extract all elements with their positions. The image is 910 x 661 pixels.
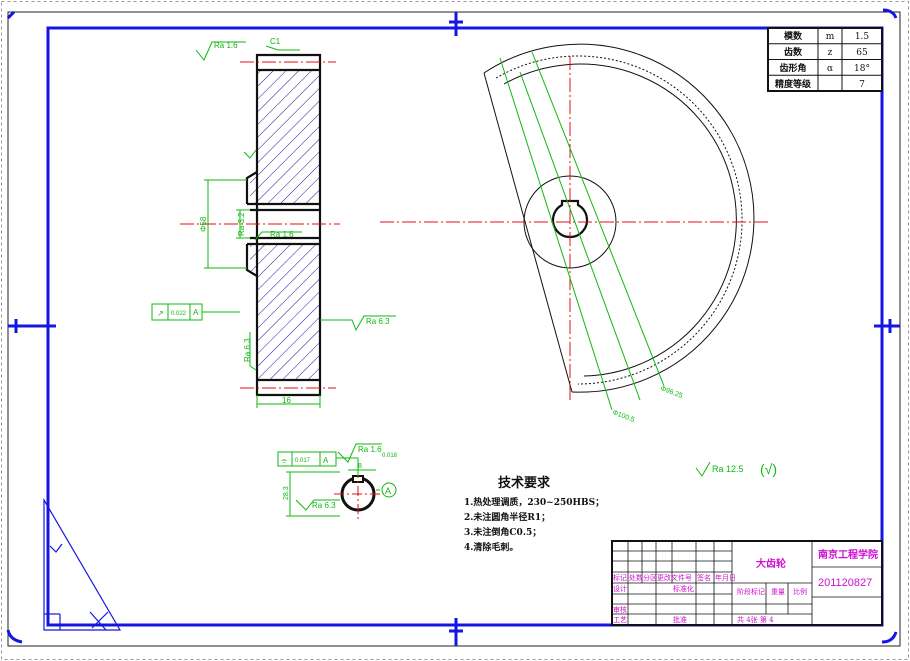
tb-design: 设计 bbox=[613, 584, 627, 593]
param-val-1: 65 bbox=[856, 48, 868, 58]
section-hatch-upper bbox=[247, 70, 320, 204]
tb-label-zone: 分区 bbox=[643, 573, 657, 582]
param-name-1: 齿数 bbox=[784, 46, 803, 58]
tol-frame-value: 0.022 bbox=[171, 311, 187, 317]
tech-req-item-2: 3.未注倒角C0.5； bbox=[464, 526, 541, 538]
tb-standard: 标准化 bbox=[673, 584, 694, 593]
keyway-datum: A bbox=[385, 486, 391, 496]
centering-marks bbox=[6, 8, 900, 646]
chamfer-label: C1 bbox=[270, 37, 281, 46]
param-sym-0: m bbox=[826, 32, 835, 42]
roughness-left-label: Ra 6.3 bbox=[243, 338, 252, 362]
param-name-3: 精度等级 bbox=[775, 78, 812, 90]
keyway-tol-value: 0.017 bbox=[295, 458, 311, 464]
params-table: 模数 齿数 齿形角 精度等级 m z α 1.5 65 18° 7 bbox=[767, 27, 883, 92]
keyway-view: ⌯ 0.017 A Ra 1.6 0.018 Ra 6.3 28.3 8 A bbox=[277, 443, 398, 520]
keyway-roughness-side: Ra 6.3 bbox=[312, 501, 336, 510]
keyway-roughness-top: Ra 1.6 bbox=[358, 445, 382, 454]
roughness-top-label: Ra 1.6 bbox=[214, 41, 238, 50]
tb-drawing-no: 201120827 bbox=[818, 577, 872, 589]
roughness-bore-label: Ra 1.6 bbox=[270, 230, 294, 239]
tech-req-item-0: 1.热处理调质，230~250HBS； bbox=[464, 496, 604, 508]
other-roughness-mark: (√) bbox=[760, 461, 777, 477]
tb-school: 南京工程学院 bbox=[818, 548, 878, 561]
tb-sheets: 共 4张 第 4 bbox=[737, 615, 774, 624]
tb-scale: 比例 bbox=[793, 587, 807, 596]
tb-label-change-doc: 更改文件号 bbox=[657, 573, 692, 582]
title-block: 标记 处数 分区 更改文件号 签名 年月日 设计 标准化 审核 工艺 批准 阶段… bbox=[611, 540, 883, 626]
tb-part-name: 大齿轮 bbox=[756, 557, 786, 570]
section-view: Ra 1.6 C1 Ra 1.6 Ra 6.3 16 Φ58 Ra 3.2 Ra… bbox=[151, 37, 396, 408]
keyway-dim: 28.3 bbox=[283, 486, 290, 500]
tb-stage: 阶段标记 bbox=[737, 587, 765, 596]
param-sym-1: z bbox=[828, 48, 833, 58]
keyway-width: 8 bbox=[358, 463, 362, 470]
dim-hub-label: Φ58 bbox=[199, 216, 208, 232]
front-view: Φ100.5 Φ96.25 bbox=[380, 43, 770, 424]
tech-requirements: 技术要求 1.热处理调质，230~250HBS； 2.未注圆角半径R1； 3.未… bbox=[464, 475, 604, 553]
param-val-2: 18° bbox=[854, 64, 870, 74]
keyway-tol-symbol: ⌯ bbox=[281, 456, 288, 465]
param-name-2: 齿形角 bbox=[779, 62, 806, 74]
tb-approve: 批准 bbox=[673, 615, 687, 624]
projection-symbol bbox=[43, 497, 122, 631]
tb-label-count: 处数 bbox=[629, 573, 643, 582]
keyway-dim-small: 0.018 bbox=[382, 453, 398, 459]
tb-label-date: 年月日 bbox=[715, 573, 736, 582]
param-name-0: 模数 bbox=[784, 30, 803, 42]
other-roughness-value: Ra 12.5 bbox=[712, 464, 744, 474]
tech-req-title: 技术要求 bbox=[498, 475, 551, 491]
tb-process: 工艺 bbox=[613, 616, 627, 624]
keyway-tol-datum: A bbox=[323, 456, 329, 465]
dim-width-label: 16 bbox=[282, 396, 291, 405]
other-roughness: Ra 12.5 (√) bbox=[695, 461, 777, 477]
dim-root-label: Φ96.25 bbox=[659, 385, 683, 400]
tech-req-item-1: 2.未注圆角半径R1； bbox=[464, 511, 550, 523]
roughness-face-label: Ra 6.3 bbox=[366, 317, 390, 326]
param-sym-2: α bbox=[827, 64, 833, 74]
roughness-bore-small-label: Ra 3.2 bbox=[237, 212, 246, 236]
tb-label-mark: 标记 bbox=[613, 573, 627, 582]
param-val-0: 1.5 bbox=[855, 32, 870, 42]
tb-label-sign: 签名 bbox=[697, 573, 711, 582]
tb-check: 审核 bbox=[613, 605, 627, 614]
sheet-outer-border bbox=[7, 11, 901, 647]
dim-outer-label: Φ100.5 bbox=[611, 409, 635, 424]
tol-frame-datum: A bbox=[193, 308, 199, 317]
section-hatch-lower bbox=[247, 244, 320, 380]
tech-req-item-3: 4.清除毛刺。 bbox=[464, 541, 518, 553]
tol-frame-symbol: ↗ bbox=[157, 309, 164, 318]
tb-weight: 重量 bbox=[771, 588, 785, 596]
param-val-3: 7 bbox=[859, 80, 865, 90]
